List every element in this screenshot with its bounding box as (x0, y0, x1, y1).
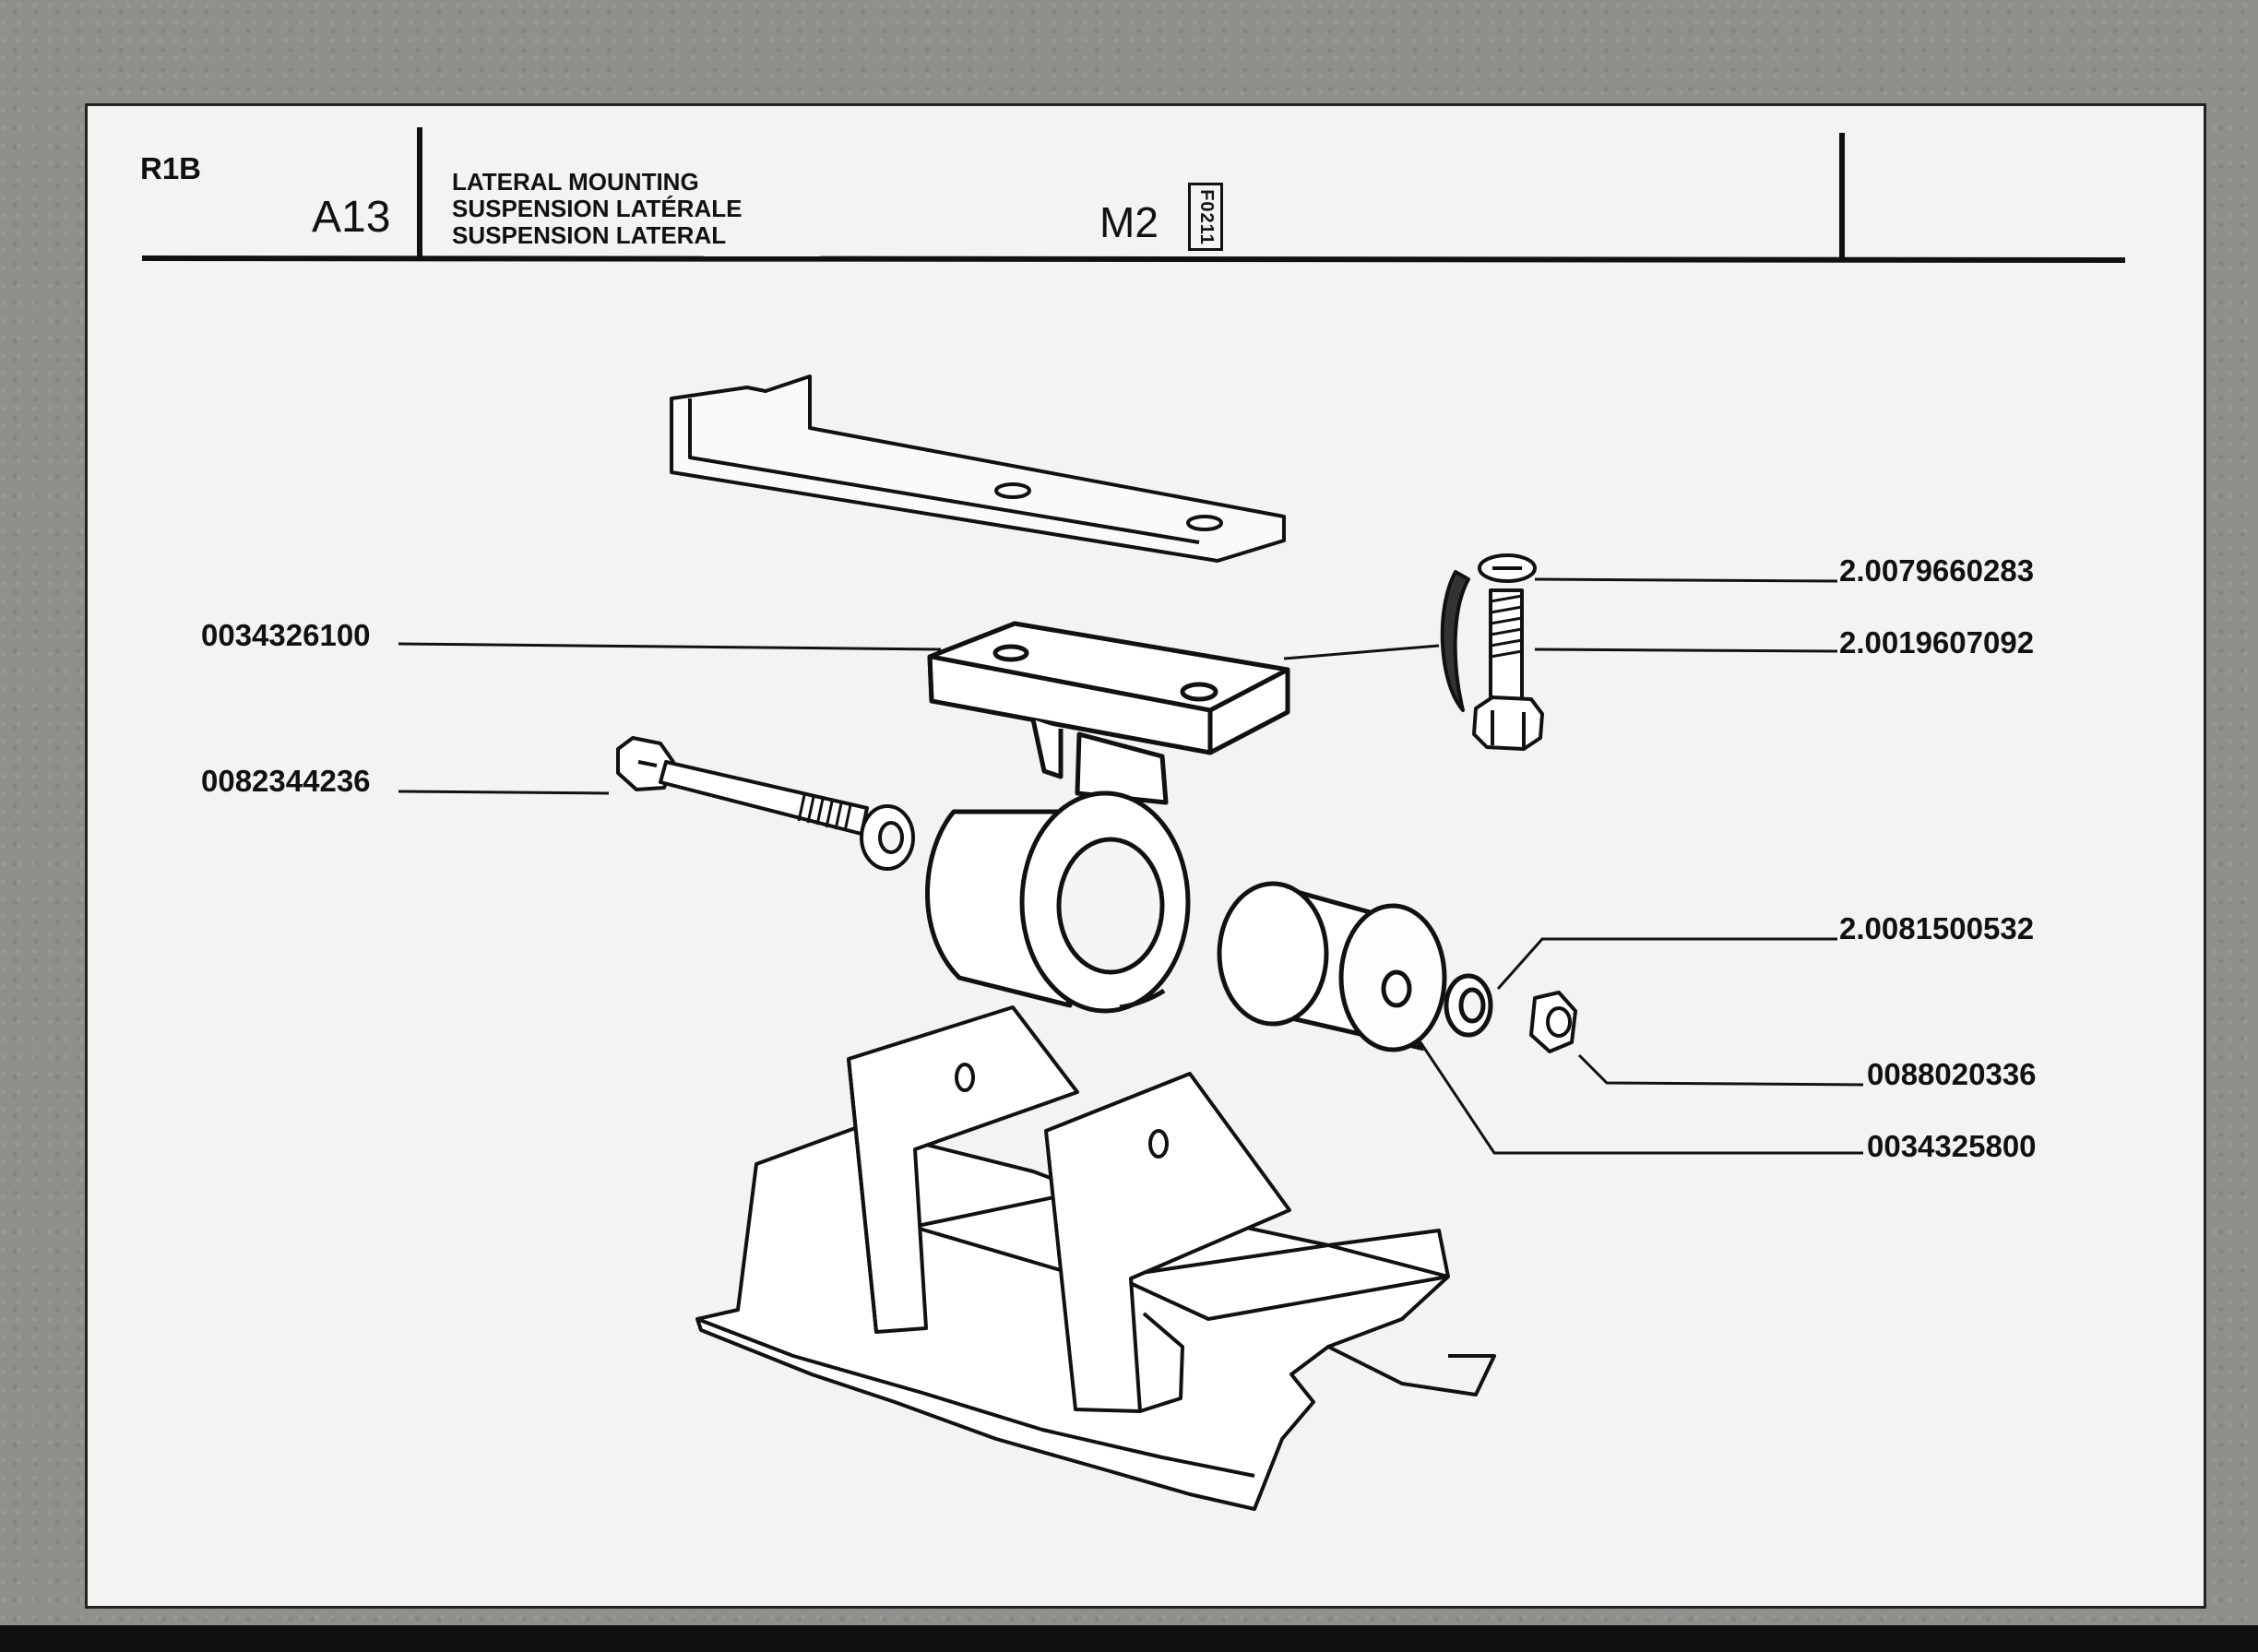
label-nut: 0088020336 (1867, 1057, 2037, 1091)
leader-long-bolt (398, 790, 610, 795)
group-code: A13 (312, 193, 391, 242)
hex-nut (1529, 991, 1577, 1053)
label-flat-washer: 2.0081500532 (1839, 911, 2034, 945)
leader-nut (1577, 1053, 1864, 1087)
chassis-rail (670, 374, 1286, 563)
variant-code: M2 (1099, 198, 1159, 246)
short-bolt-assembly (1440, 553, 1544, 751)
leader-flat-washer (1496, 937, 1837, 990)
label-upper-bracket: 0034326100 (201, 618, 371, 652)
long-bolt (616, 736, 915, 871)
leader-short-bolt (1283, 644, 1838, 660)
model-code: R1B (140, 151, 202, 185)
upper-bracket (925, 621, 1290, 1014)
rubber-bush (1217, 881, 1447, 1052)
scan-bottom-edge (0, 1625, 2258, 1652)
label-long-bolt: 0082344236 (201, 764, 371, 798)
title-french: SUSPENSION LATÉRALE (452, 195, 743, 222)
flat-washer (1444, 973, 1493, 1038)
reference-stamp: F0211 (1188, 183, 1223, 251)
leader-lines (398, 577, 1864, 1155)
label-spring-washer: 2.0079660283 (1839, 553, 2034, 588)
title-english: LATERAL MOUNTING (452, 168, 699, 196)
mounting-plate-rear (1044, 1072, 1291, 1413)
short-bolt-thread (1490, 594, 1523, 659)
leader-rubber-bush (1419, 1041, 1863, 1155)
header-rules (141, 127, 2126, 263)
label-short-bolt: 2.0019607092 (1839, 625, 2034, 660)
mounting-plate-front (847, 1005, 1079, 1334)
label-rubber-bush: 0034325800 (1867, 1129, 2037, 1163)
leader-upper-bracket (398, 642, 942, 651)
leader-spring-washer (1534, 577, 1838, 583)
title-spanish: SUSPENSION LATERAL (452, 221, 727, 249)
bolt-thread (797, 794, 852, 832)
